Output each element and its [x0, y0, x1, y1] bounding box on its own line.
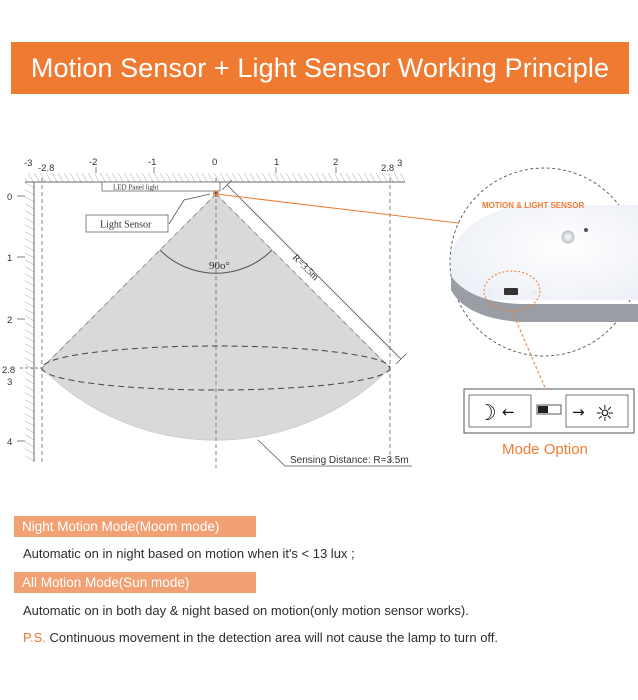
wall-hatch — [25, 182, 34, 462]
mode-option-right-cell — [565, 394, 629, 428]
x-tick-label: 1 — [274, 157, 279, 168]
moon-icon: ☽ — [477, 401, 497, 426]
ps-text: Continuous movement in the detection are… — [45, 630, 499, 645]
inset-switch — [504, 288, 518, 295]
x-tick-label: -2.8 — [38, 163, 54, 174]
y-tick-label: 0 — [7, 192, 12, 203]
mode-option-left-cell — [468, 394, 532, 428]
switch-knob — [538, 406, 548, 413]
inset-connector-dot — [213, 191, 219, 197]
sensor-diagram: 90o° R=3.5m Sensing Distance: R=3.5m LED… — [2, 157, 638, 468]
y-tick-label: 3 — [7, 377, 12, 388]
ps-label: P.S. — [23, 630, 46, 645]
sun-mode-description: Automatic on in both day & night based o… — [23, 603, 469, 618]
radius-tick-bottom — [395, 353, 407, 365]
angle-label: 90o° — [209, 260, 230, 272]
y-tick-label: 1 — [7, 253, 12, 264]
night-mode-description: Automatic on in night based on motion wh… — [23, 546, 355, 561]
y-tick-label: 2.8 — [2, 365, 15, 376]
arrow-right-icon: → — [572, 403, 585, 421]
angle-arc — [159, 249, 273, 274]
sun-icon: ☼ — [595, 402, 615, 427]
x-tick-label: 2.8 — [381, 163, 394, 174]
light-sensor-box — [85, 214, 169, 233]
led-panel — [101, 181, 221, 192]
x-tick-label: -2 — [89, 157, 97, 168]
inset-moon-icon: ☽ — [484, 289, 492, 299]
light-sensor-dot — [584, 228, 588, 232]
ps-note: P.S. Continuous movement in the detectio… — [23, 630, 498, 645]
lamp-rim — [451, 276, 638, 322]
lamp-body — [451, 205, 638, 300]
y-tick-label: 2 — [7, 315, 12, 326]
radius-dimension — [226, 184, 402, 360]
detection-ellipse — [41, 345, 391, 391]
sun-mode-header: All Motion Mode(Sun mode) — [14, 572, 256, 593]
light-sensor-leader — [168, 193, 211, 225]
inset-sun-icon: ☼ — [530, 289, 538, 299]
page-title: Motion Sensor + Light Sensor Working Pri… — [30, 52, 610, 83]
mode-option-label: Mode Option — [502, 441, 588, 458]
arrow-left-icon: ← — [502, 403, 515, 421]
y-tick-label: 4 — [7, 437, 12, 448]
title-banner: Motion Sensor + Light Sensor Working Pri… — [11, 42, 629, 94]
switch-icon — [536, 404, 562, 415]
x-tick-label: -1 — [148, 157, 156, 168]
mode-option-leader — [511, 310, 547, 391]
led-panel-label: LED Panel light — [113, 184, 159, 192]
inset-sensor-label: MOTION & LIGHT SENSOR — [482, 201, 584, 210]
x-tick-label: 3 — [397, 158, 402, 169]
sensor-lens-inner — [565, 234, 571, 240]
light-sensor-label: Light Sensor — [100, 220, 152, 231]
x-tick-label: 0 — [212, 157, 217, 168]
lamp-inset: MOTION & LIGHT SENSOR ☽ ☼ — [449, 167, 638, 357]
sensing-leader — [257, 439, 412, 467]
sensing-distance-label: Sensing Distance: R=3.5m — [290, 455, 409, 466]
x-tick-label: -3 — [24, 158, 32, 169]
night-mode-header: Night Motion Mode(Moom mode) — [14, 516, 256, 537]
ceiling-hatch — [25, 173, 405, 182]
mode-switch-highlight — [483, 270, 541, 312]
radius-tick-top — [221, 179, 233, 191]
x-tick-label: 2 — [333, 157, 338, 168]
